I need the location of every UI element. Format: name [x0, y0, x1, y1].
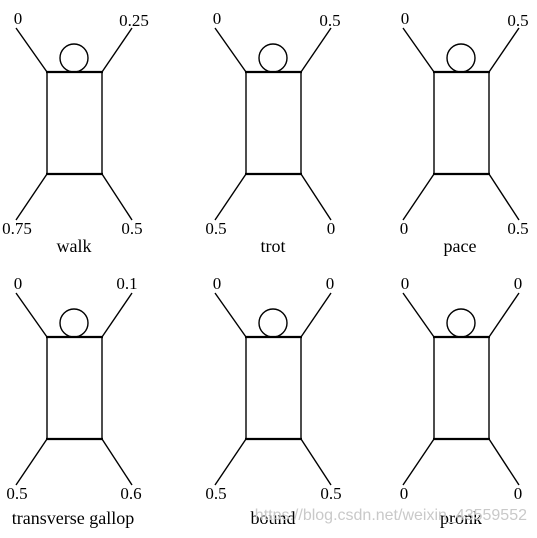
- hind-left-leg: [15, 438, 48, 486]
- hind-left-leg: [214, 438, 247, 486]
- gait-name-label: transverse gallop: [12, 508, 134, 528]
- hind-right-leg: [488, 173, 520, 221]
- gait-figure-pace: 0 0.5 0 0.5 pace: [400, 9, 529, 256]
- front-right-phase: 0.5: [319, 11, 340, 30]
- gait-figure-bound: 0 0 0.5 0.5 bound: [205, 274, 341, 528]
- hind-right-phase: 0.6: [120, 484, 141, 503]
- front-left-leg: [214, 292, 247, 338]
- head-circle: [59, 43, 89, 73]
- gait-name-label: bound: [251, 508, 296, 528]
- front-right-leg: [488, 292, 520, 338]
- head-circle: [446, 308, 476, 338]
- front-left-phase: 0: [213, 274, 222, 293]
- gait-figure-walk: 0 0.25 0.75 0.5 walk: [2, 9, 149, 256]
- front-right-phase: 0.25: [119, 11, 149, 30]
- watermark-text: https://blog.csdn.net/weixin_43559552: [255, 507, 527, 524]
- head-circle: [446, 43, 476, 73]
- hind-right-leg: [300, 173, 332, 221]
- front-left-phase: 0: [213, 9, 222, 28]
- hind-right-phase: 0: [327, 219, 336, 238]
- gait-figure-pronk: 0 0 0 0 pronk: [400, 274, 523, 528]
- head-circle: [258, 308, 288, 338]
- front-right-leg: [300, 27, 332, 73]
- hind-left-leg: [15, 173, 48, 221]
- hind-left-phase: 0: [400, 484, 409, 503]
- hind-left-phase: 0.5: [205, 484, 226, 503]
- hind-right-leg: [300, 438, 332, 486]
- hind-left-leg: [402, 173, 435, 221]
- hind-left-phase: 0.5: [205, 219, 226, 238]
- head-circle: [59, 308, 89, 338]
- front-right-leg: [488, 27, 520, 73]
- hind-left-phase: 0.5: [6, 484, 27, 503]
- gait-name-label: walk: [57, 236, 92, 256]
- hind-right-leg: [101, 438, 133, 486]
- gait-name-label: trot: [261, 236, 286, 256]
- hind-right-leg: [101, 173, 133, 221]
- front-right-phase: 0: [326, 274, 335, 293]
- front-right-leg: [300, 292, 332, 338]
- hind-left-phase: 0: [400, 219, 409, 238]
- front-right-phase: 0.5: [507, 11, 528, 30]
- gait-name-label: pronk: [440, 508, 482, 528]
- hind-right-phase: 0.5: [121, 219, 142, 238]
- front-left-phase: 0: [14, 9, 23, 28]
- front-right-phase: 0.1: [116, 274, 137, 293]
- front-left-leg: [15, 292, 48, 338]
- front-left-leg: [15, 27, 48, 73]
- front-right-leg: [101, 292, 133, 338]
- front-left-leg: [402, 292, 435, 338]
- hind-left-leg: [402, 438, 435, 486]
- hind-right-phase: 0.5: [507, 219, 528, 238]
- hind-right-leg: [488, 438, 520, 486]
- front-left-leg: [402, 27, 435, 73]
- front-right-leg: [101, 27, 133, 73]
- gait-name-label: pace: [444, 236, 477, 256]
- front-left-leg: [214, 27, 247, 73]
- front-left-phase: 0: [401, 274, 410, 293]
- hind-left-leg: [214, 173, 247, 221]
- front-right-phase: 0: [514, 274, 523, 293]
- hind-right-phase: 0.5: [320, 484, 341, 503]
- hind-right-phase: 0: [514, 484, 523, 503]
- front-left-phase: 0: [401, 9, 410, 28]
- hind-left-phase: 0.75: [2, 219, 32, 238]
- head-circle: [258, 43, 288, 73]
- gait-figure-trot: 0 0.5 0.5 0 trot: [205, 9, 340, 256]
- gait-figure-transverse-gallop: 0 0.1 0.5 0.6 transverse gallop: [6, 274, 141, 528]
- front-left-phase: 0: [14, 274, 23, 293]
